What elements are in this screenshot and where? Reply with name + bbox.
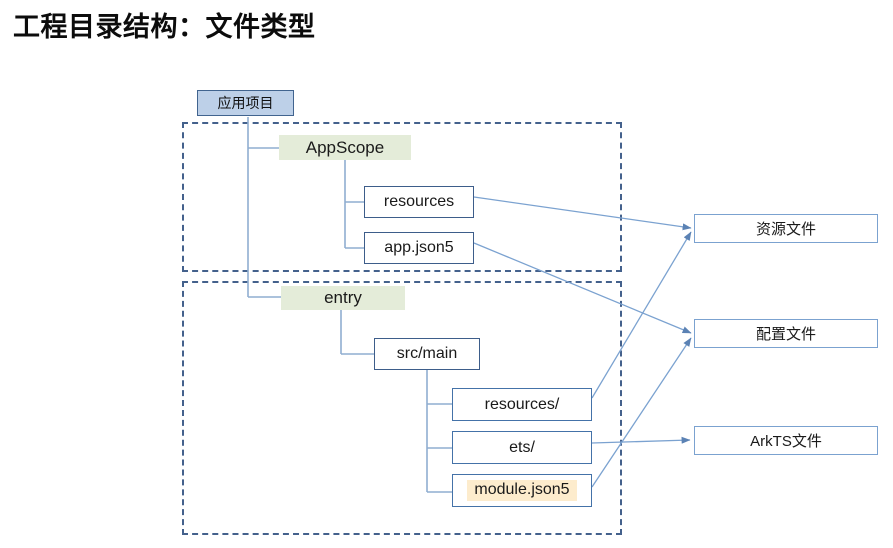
node-src-main-resources[interactable]: resources/ (452, 388, 592, 421)
node-entry[interactable]: entry (281, 286, 405, 310)
category-config-files[interactable]: 配置文件 (694, 319, 878, 348)
node-label: AppScope (305, 137, 385, 157)
category-resource-files[interactable]: 资源文件 (694, 214, 878, 243)
node-label: entry (324, 288, 362, 307)
node-src-main-ets[interactable]: ets/ (452, 431, 592, 464)
node-label: src/main (396, 345, 458, 362)
node-appscope[interactable]: AppScope (279, 135, 411, 160)
node-label: app.json5 (384, 239, 454, 256)
node-label: ArkTS文件 (750, 433, 822, 450)
node-appscope-resources[interactable]: resources (364, 186, 474, 218)
node-label: ets/ (509, 438, 535, 456)
node-src-main-module-json5[interactable]: module.json5 (452, 474, 592, 507)
page-title: 工程目录结构：文件类型 (13, 12, 316, 42)
node-label: module.json5 (467, 479, 577, 502)
node-label: resources/ (484, 395, 560, 413)
node-label: 资源文件 (755, 221, 816, 238)
category-arkts-files[interactable]: ArkTS文件 (694, 426, 878, 455)
node-src-main[interactable]: src/main (374, 338, 480, 370)
node-appscope-app-json5[interactable]: app.json5 (364, 232, 474, 264)
node-root-app-project[interactable]: 应用项目 (197, 90, 294, 116)
node-label: resources (383, 193, 455, 210)
node-label: 配置文件 (755, 326, 816, 343)
node-label: 应用项目 (217, 95, 274, 111)
